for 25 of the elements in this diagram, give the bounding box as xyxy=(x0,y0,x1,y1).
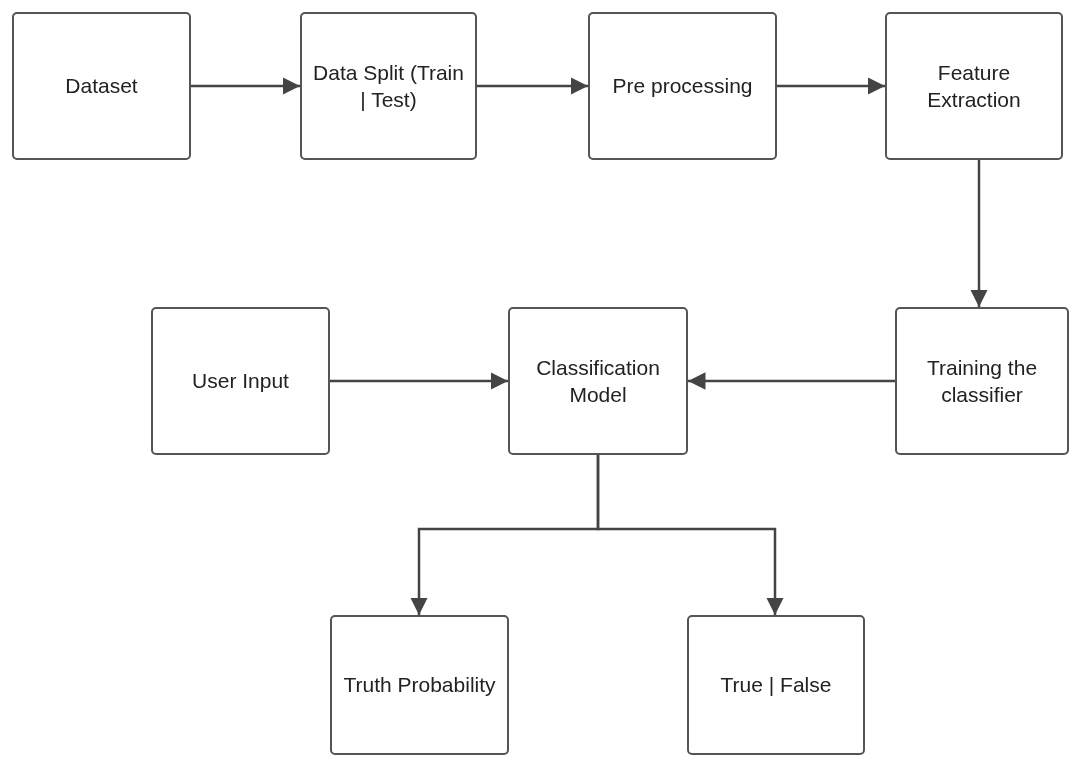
box-label: Feature Extraction xyxy=(926,59,1022,113)
box-label: Dataset xyxy=(65,73,138,100)
arrow xyxy=(777,77,885,95)
process-box xyxy=(885,12,1063,160)
process-box xyxy=(151,307,330,455)
arrow xyxy=(970,160,988,307)
box-label: Training the classifier xyxy=(925,354,1039,408)
arrow xyxy=(330,372,508,390)
process-box xyxy=(687,615,865,755)
box-label: Classification Model xyxy=(535,354,661,408)
box-label: True | False xyxy=(720,672,832,699)
box-label: Data Split (Train | Test) xyxy=(312,59,465,113)
arrow xyxy=(596,455,784,615)
process-box xyxy=(508,307,688,455)
box-label: Truth Probability xyxy=(343,672,496,699)
arrow xyxy=(477,77,588,95)
process-box xyxy=(12,12,191,160)
process-box xyxy=(330,615,509,755)
process-box xyxy=(300,12,477,160)
process-box xyxy=(588,12,777,160)
process-box xyxy=(895,307,1069,455)
box-label: User Input xyxy=(192,368,289,395)
box-label: Pre processing xyxy=(612,73,753,100)
arrow xyxy=(191,77,300,95)
arrow xyxy=(688,372,895,390)
